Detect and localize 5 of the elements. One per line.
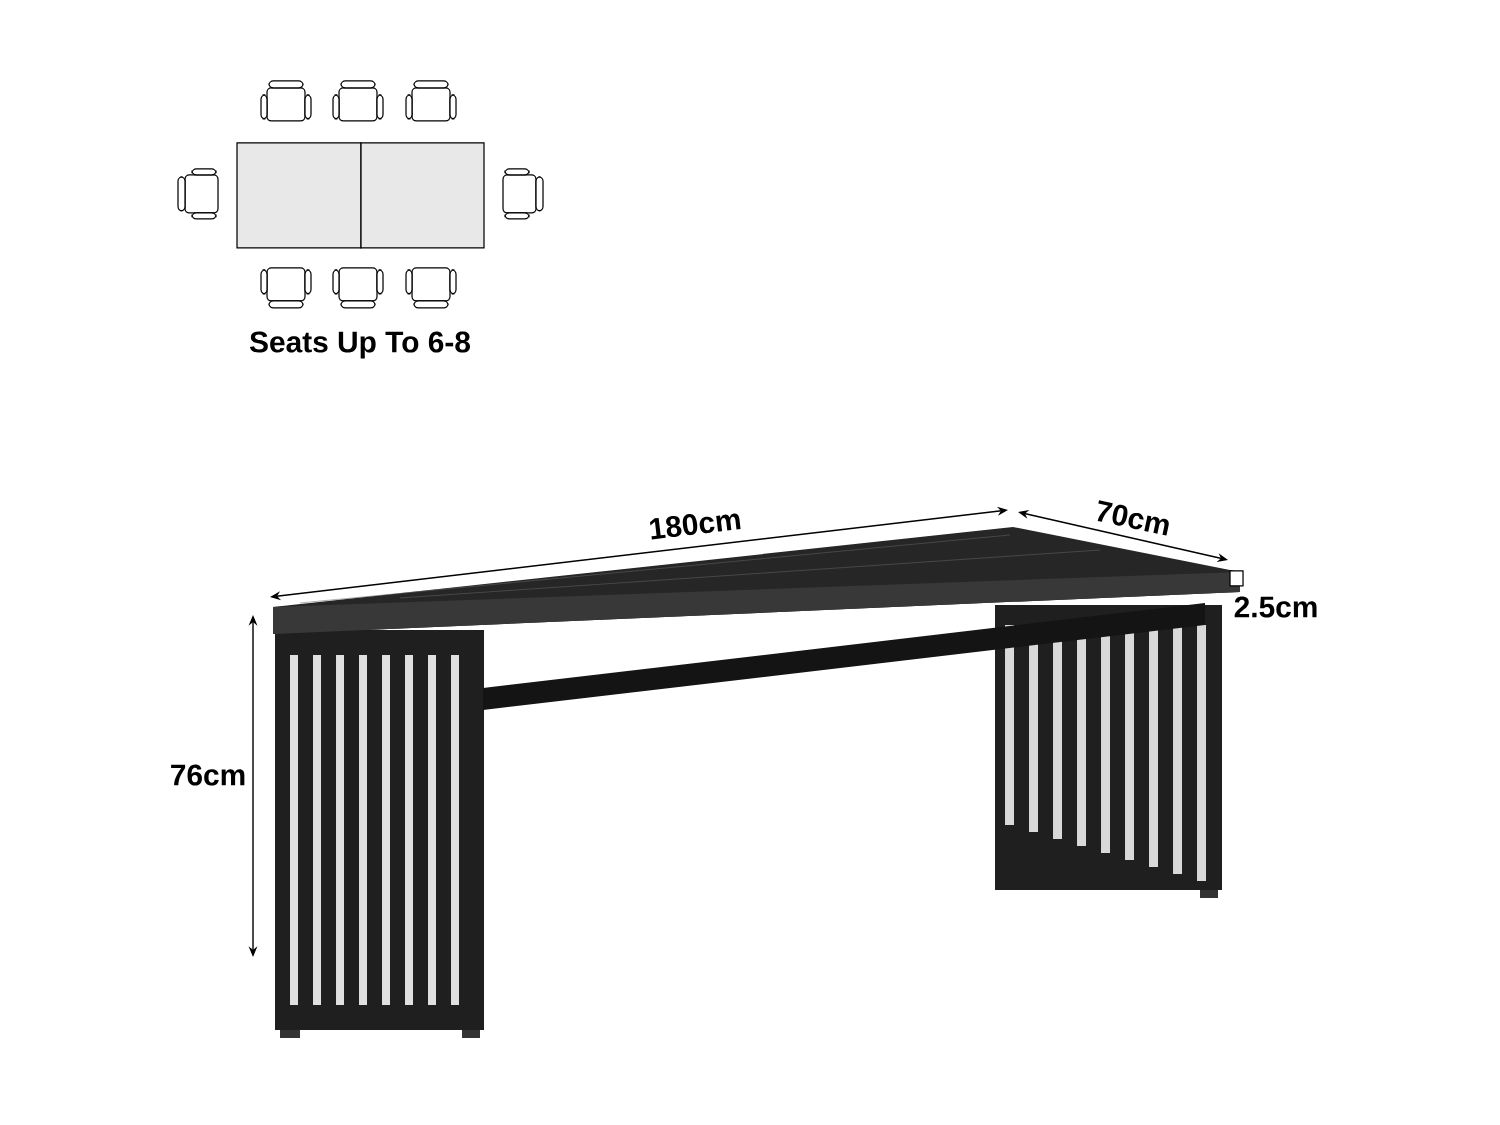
dimension-label: 76cm (171, 764, 245, 786)
dimension-label: 2.5cm (1234, 596, 1317, 618)
dimension-label: 180cm (650, 513, 741, 540)
dimension-label: 70cm (1097, 500, 1169, 536)
caption: Seats Up To 6-8 (249, 331, 471, 359)
